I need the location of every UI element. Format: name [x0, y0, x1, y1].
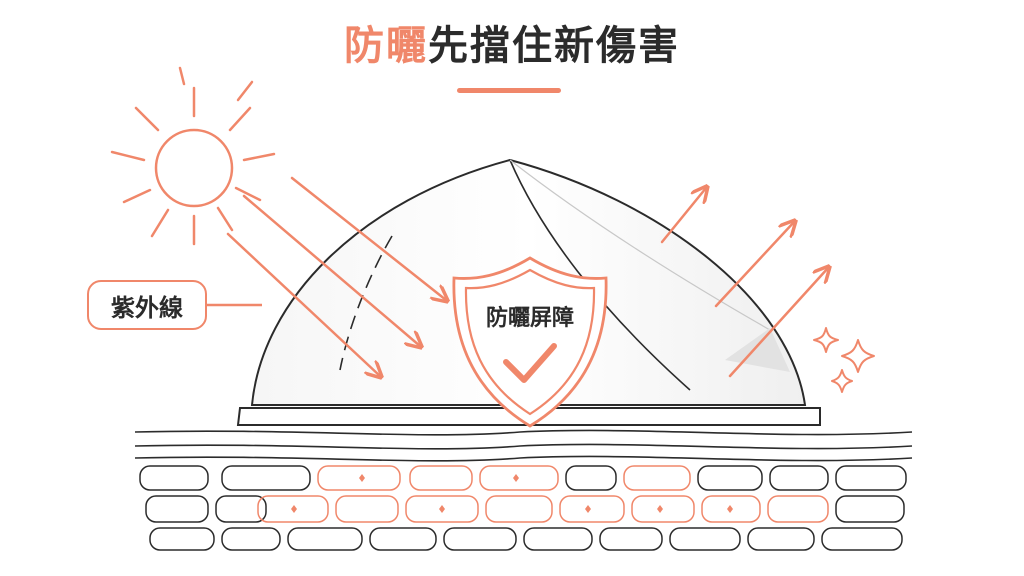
uv-label: 紫外線: [87, 280, 207, 330]
page-title: 防曬先擋住新傷害: [0, 20, 1024, 72]
uv-rays-reflected: [660, 188, 828, 378]
title-main: 先擋住新傷害: [428, 23, 680, 69]
skin-cells: [139, 465, 907, 551]
shield-label: 防曬屏障: [485, 306, 574, 331]
checkmark-icon: [503, 343, 557, 383]
sun-icon: [110, 66, 276, 246]
skin-layers: [134, 429, 913, 462]
title-accent: 防曬: [344, 23, 428, 69]
shield-icon: [452, 256, 608, 428]
sparkle-icon: [813, 327, 875, 393]
uv-rays-incoming: [226, 176, 446, 376]
title-underline: [457, 88, 561, 93]
